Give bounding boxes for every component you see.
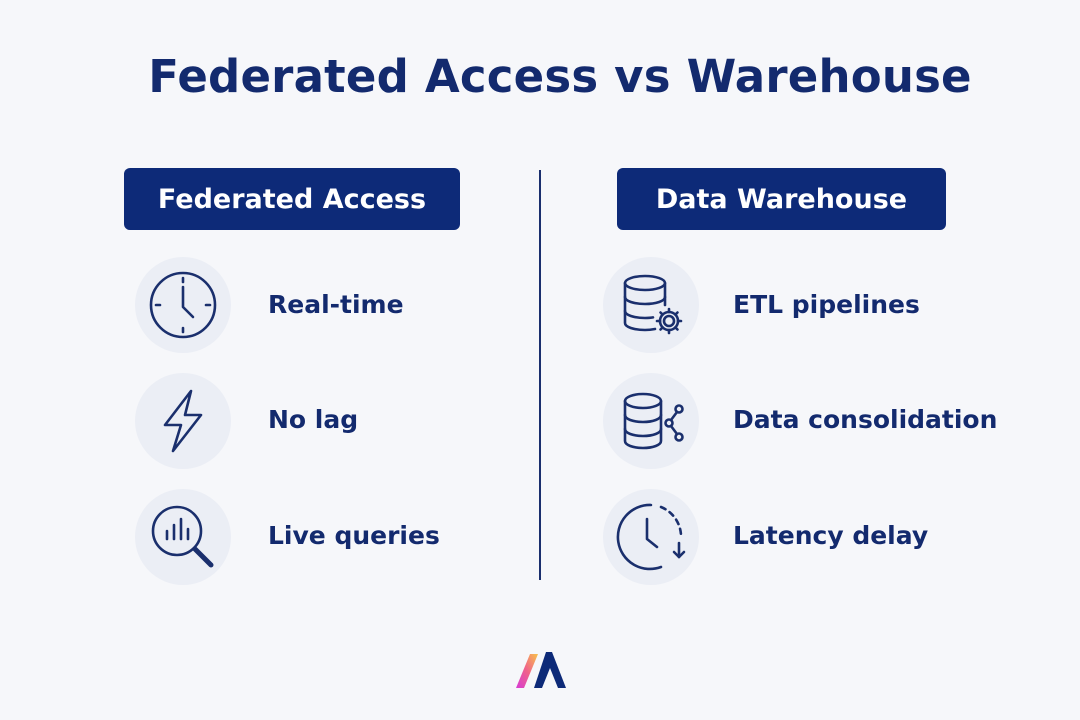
clock-delay-icon <box>603 489 699 585</box>
data-warehouse-header-label: Data Warehouse <box>655 183 908 215</box>
item-data-consolidation: Data consolidation <box>733 405 998 434</box>
data-warehouse-header: Data Warehouse <box>617 168 946 230</box>
clock-icon <box>135 257 231 353</box>
lightning-icon <box>135 373 231 469</box>
item-no-lag: No lag <box>268 405 359 434</box>
item-live-queries: Live queries <box>268 521 440 550</box>
column-divider <box>539 170 541 580</box>
item-real-time: Real-time <box>268 290 404 319</box>
brand-logo <box>514 650 566 690</box>
database-gear-icon <box>603 257 699 353</box>
page-title: Federated Access vs Warehouse <box>148 50 972 103</box>
magnifier-chart-icon <box>135 489 231 585</box>
federated-access-header: Federated Access <box>124 168 460 230</box>
item-latency-delay: Latency delay <box>733 521 929 550</box>
item-etl-pipelines: ETL pipelines <box>733 290 920 319</box>
federated-access-header-label: Federated Access <box>157 183 427 215</box>
database-share-icon <box>603 373 699 469</box>
